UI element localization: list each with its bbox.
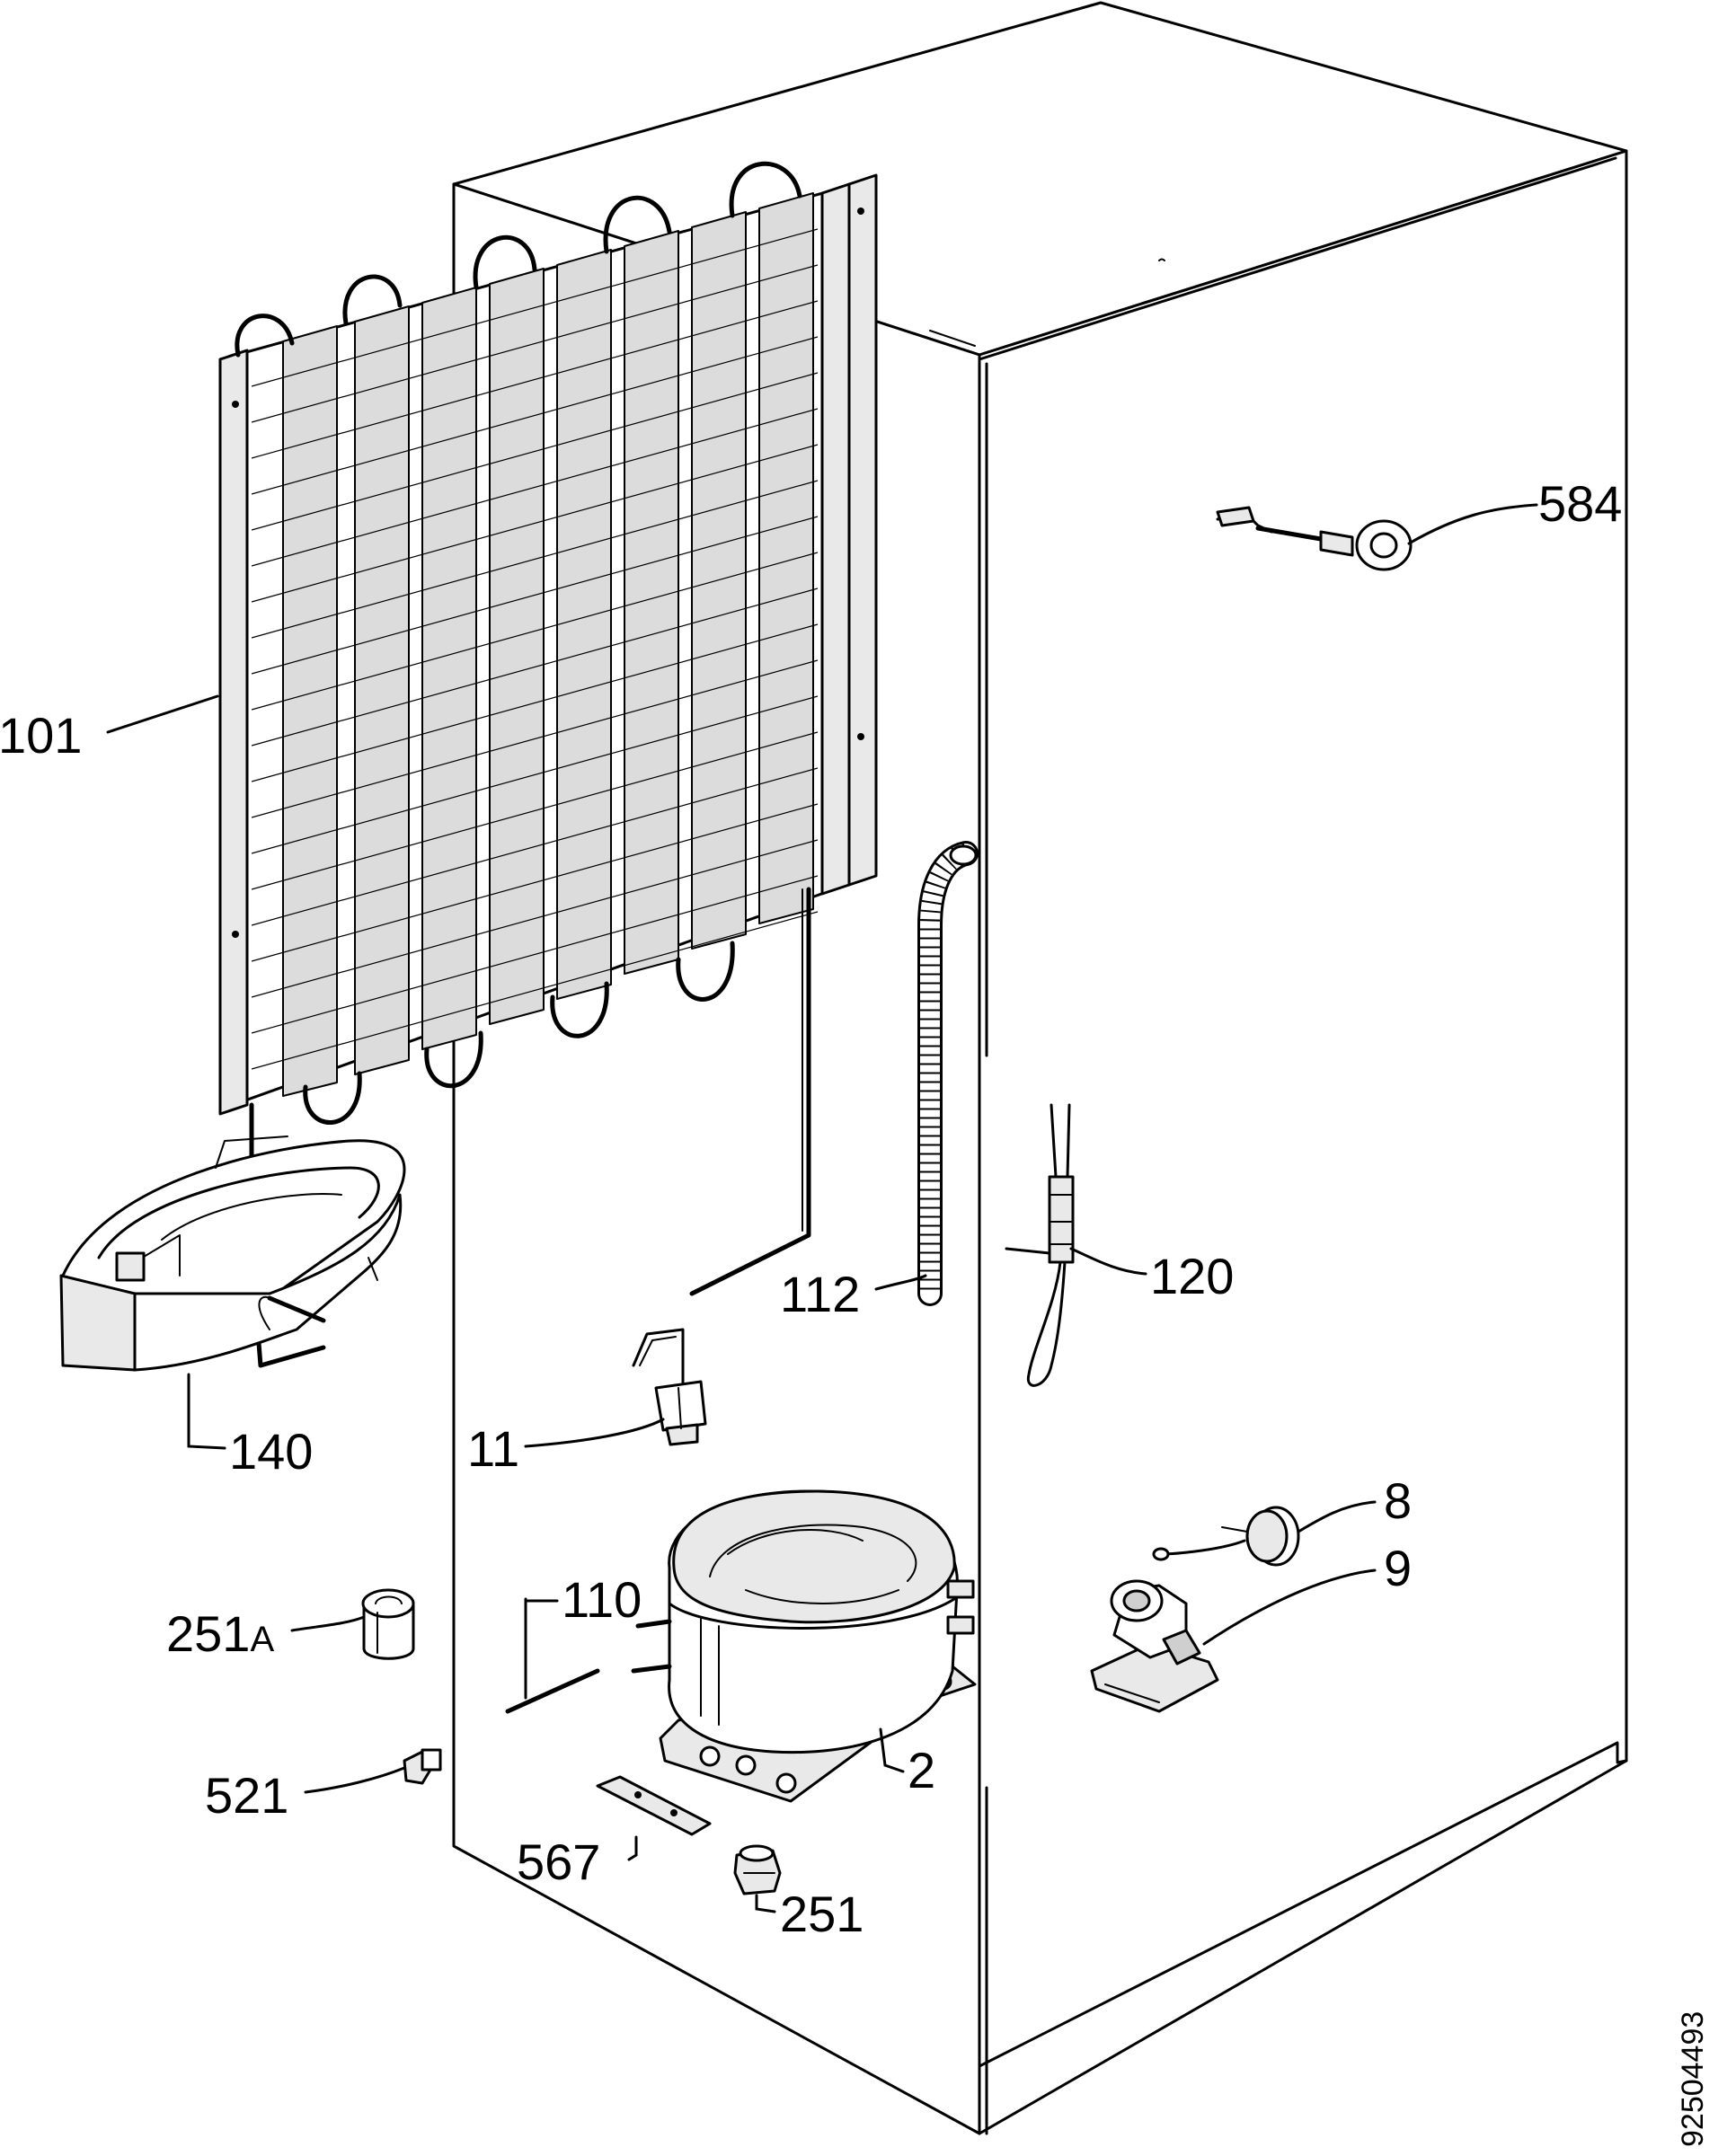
label-521: 521 [205, 1767, 288, 1824]
label-112: 112 [780, 1266, 860, 1322]
drawing-number: 92504493 [1676, 2011, 1710, 2147]
condenser-top-loops [235, 161, 802, 358]
leader-lines [106, 503, 1538, 1913]
compressor [631, 1489, 977, 1803]
label-251a-suffix: A [250, 1620, 274, 1659]
label-2: 2 [908, 1742, 935, 1798]
label-140: 140 [229, 1423, 313, 1480]
terminal-cover-clip [1090, 1579, 1219, 1713]
label-251a: 251A [166, 1605, 274, 1662]
label-110: 110 [562, 1571, 642, 1628]
ptc-starter [1152, 1506, 1300, 1567]
callout-labels: 584 101 112 120 140 11 8 9 110 251A 521 … [0, 475, 1622, 1942]
label-584: 584 [1538, 475, 1622, 532]
label-567: 567 [517, 1833, 600, 1890]
label-120: 120 [1150, 1248, 1234, 1304]
label-11: 11 [467, 1420, 519, 1477]
condenser-bottom-loops [303, 941, 735, 1125]
relay [632, 1328, 707, 1446]
rubber-grommet [361, 1588, 415, 1660]
condenser-tubes [251, 192, 819, 1097]
condenser [218, 161, 878, 1368]
label-251: 251 [780, 1886, 864, 1942]
label-101: 101 [0, 707, 82, 764]
drain-hose [917, 841, 979, 1306]
drip-tray [59, 1135, 406, 1372]
door-switch-part [1216, 506, 1413, 571]
label-251a-number: 251 [166, 1605, 250, 1662]
label-8: 8 [1384, 1472, 1412, 1529]
label-9: 9 [1384, 1540, 1412, 1596]
connecting-tube [505, 1597, 600, 1714]
mounting-strip [596, 1775, 712, 1836]
bolt [403, 1748, 442, 1785]
heater-sensor [1005, 1103, 1075, 1387]
grommet-nut [733, 1844, 782, 1895]
